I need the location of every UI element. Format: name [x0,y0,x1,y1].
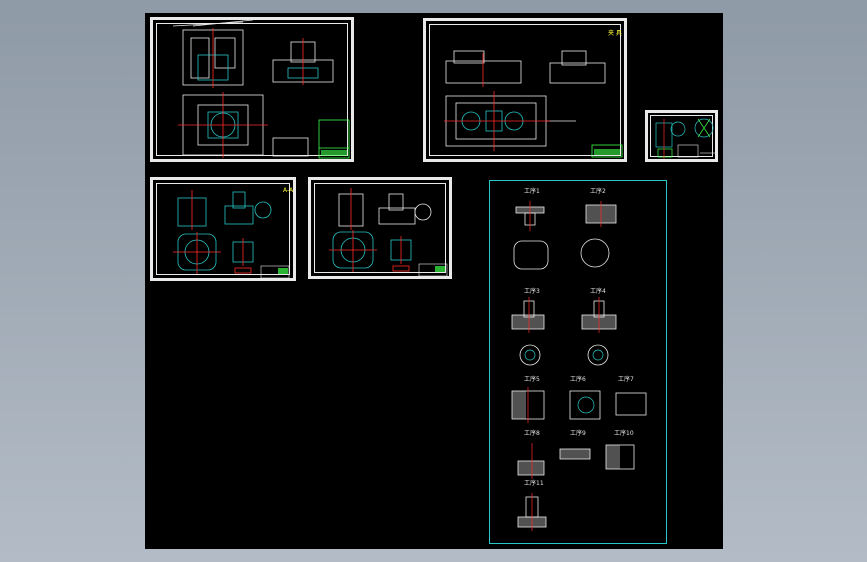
process-label: 工序10 [614,430,634,437]
sheet-frame [156,183,290,275]
sheet-frame [156,23,348,156]
process-label: 工序2 [590,188,606,195]
sheet-frame [650,115,713,157]
drawing-sheet-6[interactable]: 工序1 工序2 工序3 工序4 工序5 工序6 工序7 工序8 工序9 工序10… [489,180,667,544]
detail-drawing [655,118,716,159]
process-label: 工序3 [524,288,540,295]
process-label: 工序7 [618,376,634,383]
process-label: 工序11 [524,480,544,487]
process-label: 工序9 [570,430,586,437]
sheet-note: 夹 具 [608,30,622,37]
sheet-note: A-A [283,187,294,194]
process-label: 工序1 [524,188,540,195]
drawing-sheet-2[interactable]: 夹 具 [423,18,627,162]
drawing-sheet-1[interactable] [150,17,354,162]
process-views [511,201,647,531]
assembly-drawing [172,19,350,159]
drawing-sheet-5[interactable] [308,177,452,279]
part-drawing [329,188,448,277]
drawing-sheet-4[interactable]: A-A [150,177,296,281]
part-drawing [173,190,290,279]
drawing-canvas[interactable]: 夹 具 [145,13,723,549]
fixture-drawing [444,50,623,158]
process-label: 工序6 [570,376,586,383]
process-label: 工序8 [524,430,540,437]
drawing-sheet-3[interactable] [645,110,718,162]
process-label: 工序5 [524,376,540,383]
sheet-frame [314,183,446,273]
sheet-frame [429,24,621,156]
process-label: 工序4 [590,288,606,295]
